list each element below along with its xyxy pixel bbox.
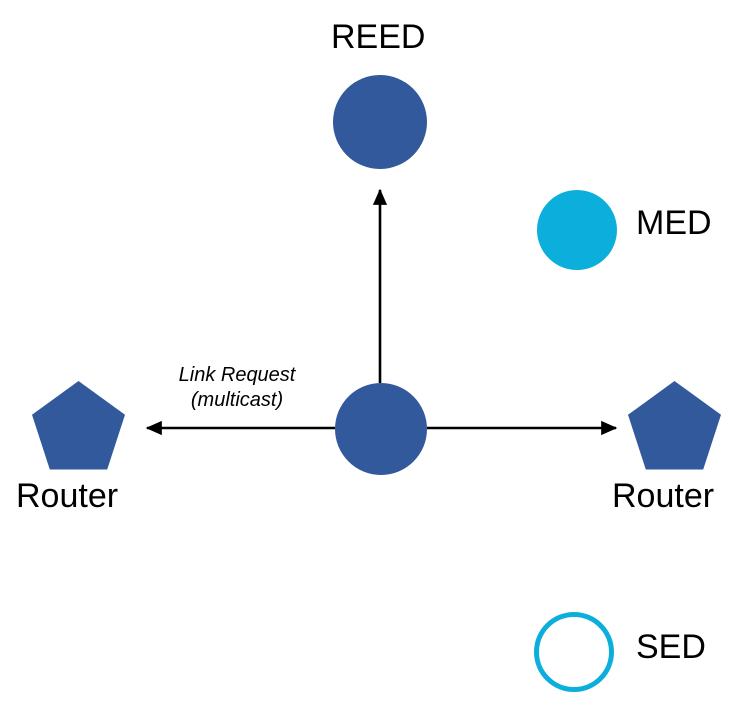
node-router-right[interactable] [628,381,721,470]
node-reed[interactable] [333,75,427,169]
edge-label-link-request-line1: Link Request [178,364,296,386]
node-med[interactable] [537,190,617,270]
node-label-router-right: Router [612,477,715,515]
edge-label-link-request-line2: (multicast) [190,389,284,411]
node-sed[interactable] [534,612,614,692]
node-router-left[interactable] [32,381,125,470]
node-label-med: MED [636,204,712,242]
edge-label-link-request: Link Request (multicast) [163,363,311,413]
node-label-router-left: Router [16,477,119,515]
node-label-reed: REED [331,18,426,56]
node-label-sed: SED [636,628,706,666]
node-center-router[interactable] [335,383,427,475]
